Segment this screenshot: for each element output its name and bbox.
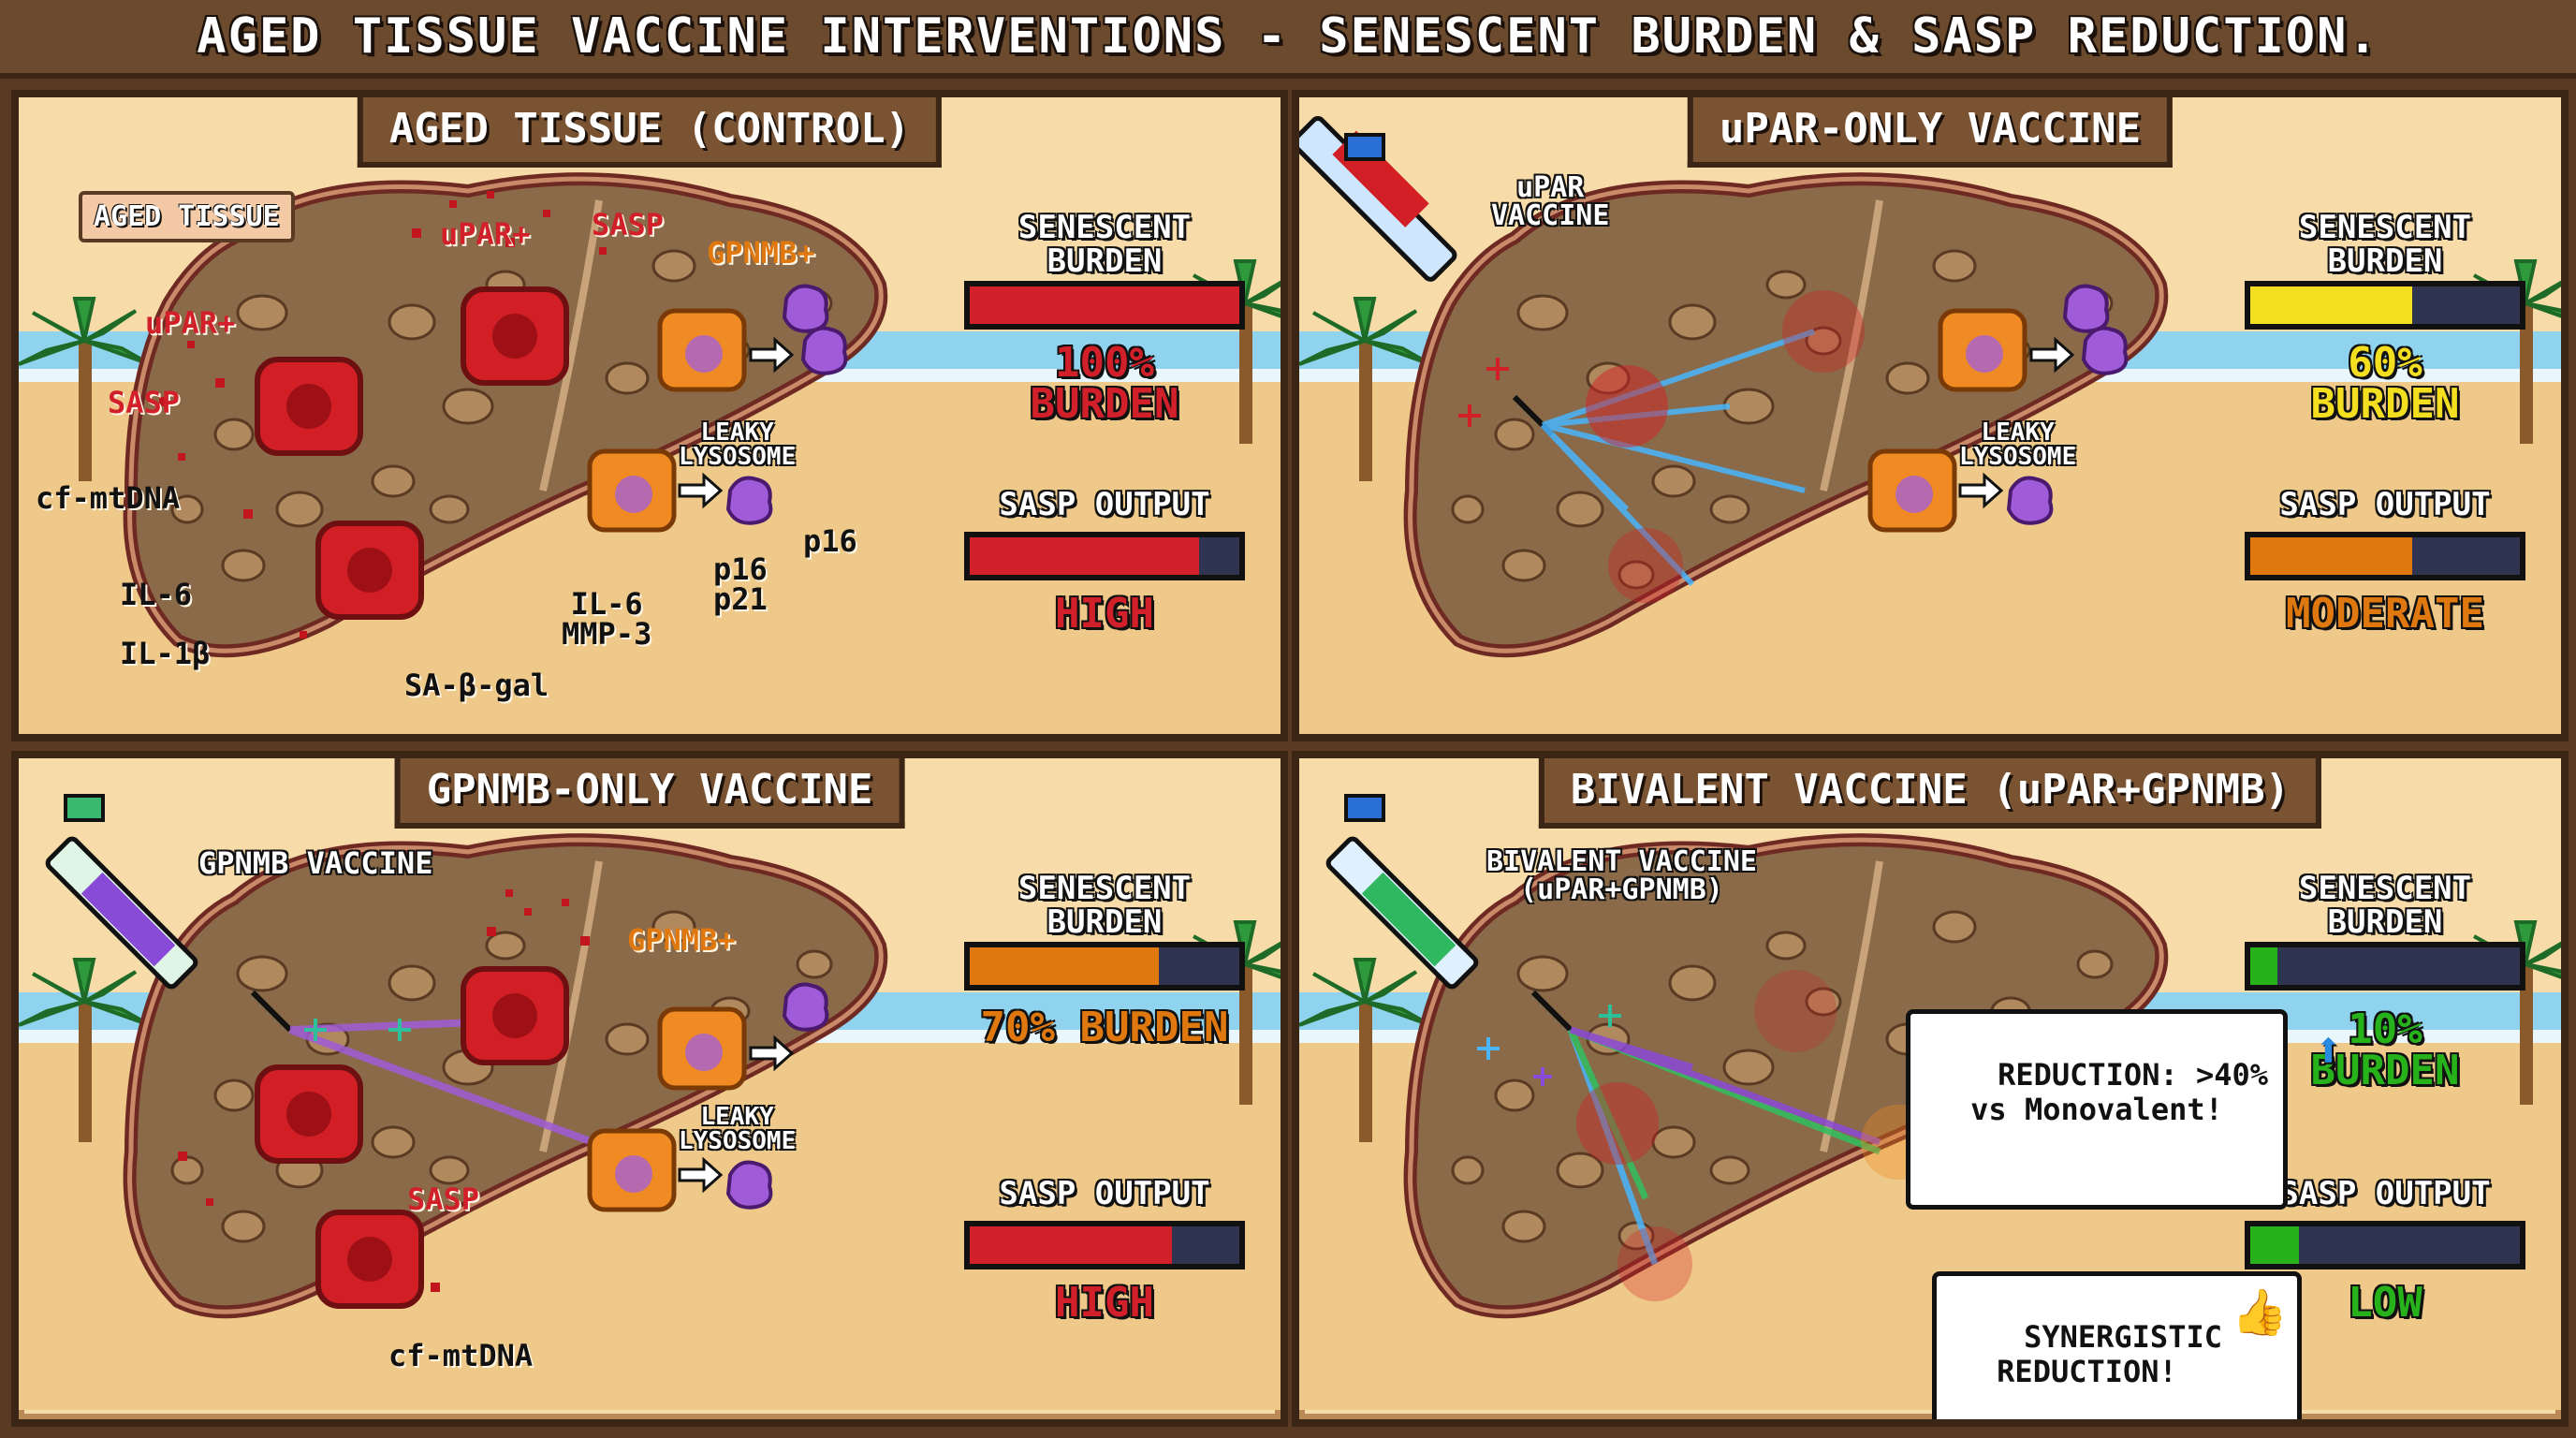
il6-mmp3-label: IL-6 MMP-3 xyxy=(562,586,652,652)
senescent-burden-heading: SENESCENT BURDEN xyxy=(2298,870,2472,941)
leaky-lysosome-label: LEAKY LYSOSOME xyxy=(1959,418,2077,471)
syringe-icon xyxy=(45,794,293,1033)
panel-title-bivalent: BIVALENT VACCINE (uPAR+GPNMB) xyxy=(1538,758,2322,829)
gpnmb-cell-icon xyxy=(1940,311,2025,389)
senescent-burden-value: 10% BURDEN xyxy=(2310,1005,2460,1094)
page-title: AGED TISSUE VACCINE INTERVENTIONS - SENE… xyxy=(197,8,2379,65)
senescent-burden-value: 70% BURDEN xyxy=(980,1004,1229,1051)
cf-mtdna-label: cf-mtDNA xyxy=(36,480,181,516)
senescent-burden-bar xyxy=(964,281,1245,330)
senescent-burden-heading: SENESCENT BURDEN xyxy=(1017,209,1192,280)
sasp-output-value: LOW xyxy=(2348,1279,2422,1327)
upar-scene xyxy=(1299,97,2561,734)
sasp-output-heading: SASP OUTPUT xyxy=(999,486,1210,523)
sasp-output-fill xyxy=(970,537,1199,575)
il6-label: IL-6 xyxy=(120,577,193,612)
leaky-lysosome-label: LEAKY LYSOSOME xyxy=(679,418,797,471)
senescent-cell-icon xyxy=(463,969,566,1063)
senescent-burden-fill xyxy=(2250,286,2412,324)
senescent-burden-value: 100% BURDEN xyxy=(1030,339,1179,428)
gpnmb-cell-icon xyxy=(1870,451,1954,530)
sasp-output-heading: SASP OUTPUT xyxy=(2279,1175,2491,1212)
gpnmb-vaccine-label: GPNMB VACCINE xyxy=(198,845,433,881)
upar-label-left: uPAR+ xyxy=(145,305,236,341)
gpnmb-cell-icon xyxy=(660,311,744,389)
leaky-lysosome-label: LEAKY LYSOSOME xyxy=(679,1103,797,1155)
sasp-output-fill xyxy=(2250,1226,2299,1264)
lysosome-icon xyxy=(726,476,773,525)
panel-title-control: AGED TISSUE (CONTROL) xyxy=(357,97,943,168)
bivalent-vaccine-label: BIVALENT VACCINE (uPAR+GPNMB) xyxy=(1486,845,1757,906)
p16-label: p16 xyxy=(803,523,857,559)
senescent-cell-icon xyxy=(318,523,421,617)
sasp-output-heading: SASP OUTPUT xyxy=(999,1175,1210,1212)
senescent-cell-icon xyxy=(257,360,360,453)
cf-mtdna-label: cf-mtDNA xyxy=(388,1338,534,1373)
reduction-callout: REDUCTION: >40% vs Monovalent! ⬆ xyxy=(1906,1009,2343,1210)
sasp-label: SASP xyxy=(407,1181,480,1217)
senescent-burden-heading: SENESCENT BURDEN xyxy=(1017,870,1192,941)
senescent-burden-bar xyxy=(2245,942,2525,990)
lysosome-icon xyxy=(726,1160,773,1210)
sasp-output-heading: SASP OUTPUT xyxy=(2279,486,2491,523)
lysosome-icon xyxy=(2007,476,2054,525)
aged-tissue-tag: AGED TISSUE xyxy=(79,191,295,242)
sasp-output-bar xyxy=(964,1221,1245,1269)
sasp-output-bar xyxy=(2245,532,2525,580)
gpnmb-label: GPNMB+ xyxy=(707,235,815,271)
panel-gpnmb: GPNMB-ONLY VACCINE GPNMB VACCINE GPNMB+ … xyxy=(11,751,1288,1427)
sa-bgal-label: SA-β-gal xyxy=(404,668,549,703)
panel-bivalent: BIVALENT VACCINE (uPAR+GPNMB) BIVALENT V… xyxy=(1292,751,2569,1427)
senescent-cell-icon xyxy=(257,1067,360,1161)
il1b-label: IL-1β xyxy=(120,636,211,671)
up-arrow-icon: ⬆ xyxy=(2313,1022,2344,1078)
sasp-output-value: MODERATE xyxy=(2286,590,2484,638)
panel-title-gpnmb: GPNMB-ONLY VACCINE xyxy=(394,758,905,829)
upar-vaccine-label: uPAR VACCINE xyxy=(1491,171,1610,232)
gpnmb-label: GPNMB+ xyxy=(627,922,736,958)
senescent-cell-icon xyxy=(463,289,566,383)
upar-label: uPAR+ xyxy=(440,216,531,252)
senescent-burden-fill xyxy=(2250,947,2277,985)
panel-control: AGED TISSUE AGED TISSUE (CONTROL) uPAR+ … xyxy=(11,90,1288,741)
reduction-callout-text: REDUCTION: >40% vs Monovalent! xyxy=(1970,1056,2269,1127)
panel-title-upar: uPAR-ONLY VACCINE xyxy=(1687,97,2174,168)
gpnmb-cell-icon xyxy=(590,451,674,530)
syringe-icon xyxy=(1299,116,1555,437)
panel-upar: uPAR-ONLY VACCINE uPAR VACCINE LEAKY LYS… xyxy=(1292,90,2569,741)
gpnmb-cell-icon xyxy=(660,1009,744,1088)
title-bar: AGED TISSUE VACCINE INTERVENTIONS - SENE… xyxy=(0,0,2576,79)
lysosome-icon xyxy=(783,982,829,1032)
sasp-output-fill xyxy=(2250,537,2412,575)
lysosome-icon xyxy=(801,326,848,375)
sasp-label: SASP xyxy=(592,207,665,242)
synergy-callout: SYNERGISTIC REDUCTION! 👍 xyxy=(1932,1271,2302,1419)
senescent-burden-value: 60% BURDEN xyxy=(2310,339,2460,428)
senescent-burden-fill xyxy=(970,286,1239,324)
control-scene xyxy=(19,97,1281,734)
senescent-cell-icon xyxy=(318,1212,421,1306)
senescent-burden-bar xyxy=(964,942,1245,990)
sasp-label-left: SASP xyxy=(108,385,181,420)
gpnmb-cell-icon xyxy=(590,1131,674,1210)
sasp-output-value: HIGH xyxy=(1055,1279,1154,1327)
senescent-burden-bar xyxy=(2245,281,2525,330)
thumbs-up-icon: 👍 xyxy=(2232,1286,2288,1339)
sasp-output-bar xyxy=(2245,1221,2525,1269)
senescent-burden-heading: SENESCENT BURDEN xyxy=(2298,209,2472,280)
syringe-icon xyxy=(1325,794,1573,1033)
sasp-output-value: HIGH xyxy=(1055,590,1154,638)
lysosome-icon xyxy=(2082,326,2129,375)
synergy-callout-text: SYNERGISTIC REDUCTION! xyxy=(1997,1318,2222,1389)
sasp-output-fill xyxy=(970,1226,1172,1264)
gpnmb-scene xyxy=(19,758,1281,1410)
sasp-output-bar xyxy=(964,532,1245,580)
p16-p21-label: p16 p21 xyxy=(713,551,768,617)
senescent-burden-fill xyxy=(970,947,1159,985)
